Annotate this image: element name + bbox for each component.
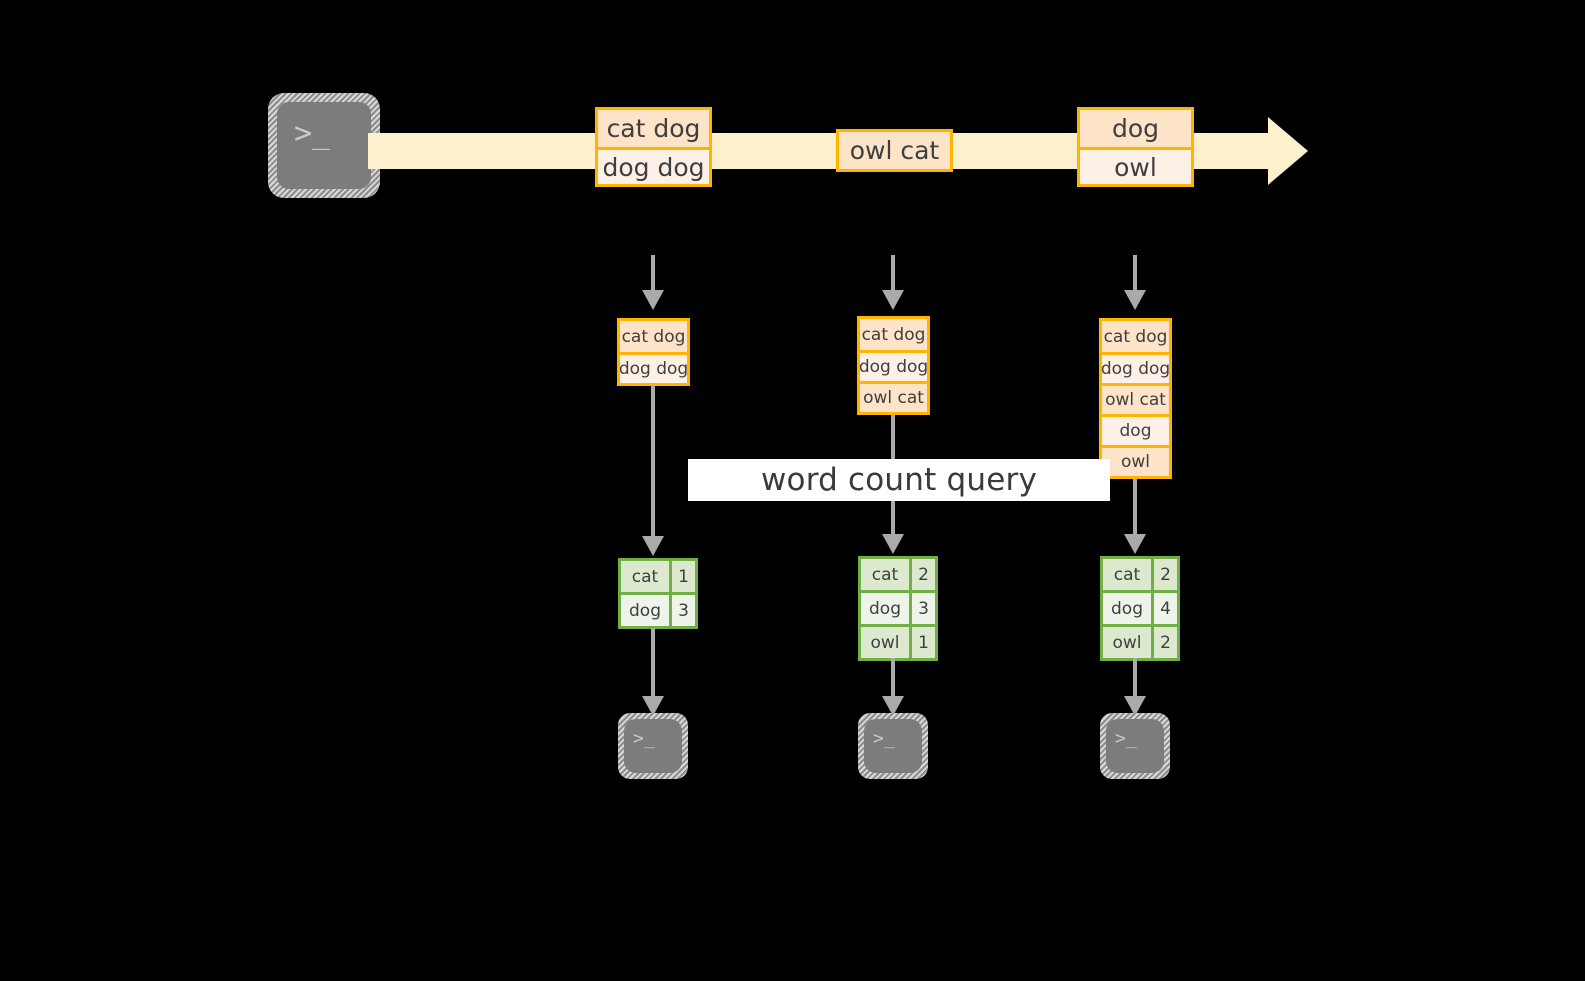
snapshot-1-trigger-arrowhead bbox=[642, 290, 664, 310]
snapshot-record: dog dog bbox=[620, 352, 687, 383]
snapshot-record: owl cat bbox=[860, 381, 927, 412]
input-stream-arrow-head bbox=[1268, 117, 1308, 185]
snapshot-1-query-arrowhead bbox=[642, 536, 664, 556]
stream-record: dog bbox=[1080, 110, 1191, 147]
result-count: 2 bbox=[1151, 627, 1177, 658]
snapshot-3-sink-line bbox=[1133, 658, 1137, 700]
stream-record: owl cat bbox=[839, 132, 950, 169]
terminal-prompt-glyph: >_ bbox=[633, 728, 655, 749]
result-word: owl bbox=[861, 627, 909, 658]
table-row: cat 2 bbox=[861, 559, 935, 590]
snapshot-3-query-line bbox=[1133, 479, 1137, 539]
result-word: dog bbox=[1103, 593, 1151, 624]
result-count: 4 bbox=[1151, 593, 1177, 624]
stream-record: owl bbox=[1080, 147, 1191, 184]
snapshot-3-trigger-arrowhead bbox=[1124, 290, 1146, 310]
snapshot-3-sink-terminal-icon: >_ bbox=[1100, 713, 1170, 779]
result-count: 1 bbox=[909, 627, 935, 658]
table-row: cat 2 bbox=[1103, 559, 1177, 590]
table-row: dog 3 bbox=[861, 590, 935, 624]
terminal-body bbox=[277, 102, 371, 189]
result-count: 1 bbox=[669, 561, 695, 592]
result-count: 2 bbox=[1151, 559, 1177, 590]
terminal-body bbox=[624, 719, 682, 773]
snapshot-3-trigger-line bbox=[1133, 255, 1137, 297]
snapshot-record: dog bbox=[1102, 414, 1169, 445]
snapshot-1-sink-line bbox=[651, 628, 655, 700]
snapshot-2-trigger-arrowhead bbox=[882, 290, 904, 310]
terminal-body bbox=[864, 719, 922, 773]
stream-record-group-3: dog owl bbox=[1077, 107, 1194, 187]
result-word: cat bbox=[621, 561, 669, 592]
result-count: 3 bbox=[909, 593, 935, 624]
query-label-band: word count query bbox=[688, 459, 1110, 501]
stream-record: dog dog bbox=[598, 147, 709, 184]
snapshot-2-result-table: cat 2 dog 3 owl 1 bbox=[858, 556, 938, 661]
table-row: dog 4 bbox=[1103, 590, 1177, 624]
snapshot-1-trigger-line bbox=[651, 255, 655, 297]
snapshot-2-sink-line bbox=[891, 658, 895, 700]
snapshot-3-records: cat dog dog dog owl cat dog owl bbox=[1099, 318, 1172, 479]
snapshot-2-query-arrowhead bbox=[882, 534, 904, 554]
result-count: 3 bbox=[669, 595, 695, 626]
snapshot-2-sink-terminal-icon: >_ bbox=[858, 713, 928, 779]
snapshot-record: dog dog bbox=[1102, 352, 1169, 383]
snapshot-3-sink-arrowhead bbox=[1124, 696, 1146, 716]
result-count: 2 bbox=[909, 559, 935, 590]
table-row: owl 2 bbox=[1103, 624, 1177, 658]
snapshot-3-result-table: cat 2 dog 4 owl 2 bbox=[1100, 556, 1180, 661]
source-terminal-icon: >_ bbox=[268, 93, 380, 198]
snapshot-1-records: cat dog dog dog bbox=[617, 318, 690, 386]
snapshot-record: cat dog bbox=[1102, 321, 1169, 352]
snapshot-2-records: cat dog dog dog owl cat bbox=[857, 316, 930, 415]
terminal-prompt-glyph: >_ bbox=[1115, 728, 1137, 749]
snapshot-2-trigger-line bbox=[891, 255, 895, 297]
snapshot-1-result-table: cat 1 dog 3 bbox=[618, 558, 698, 629]
snapshot-2-sink-arrowhead bbox=[882, 696, 904, 716]
stream-record: cat dog bbox=[598, 110, 709, 147]
snapshot-record: owl cat bbox=[1102, 383, 1169, 414]
result-word: cat bbox=[1103, 559, 1151, 590]
result-word: dog bbox=[861, 593, 909, 624]
table-row: dog 3 bbox=[621, 592, 695, 626]
result-word: dog bbox=[621, 595, 669, 626]
query-label-text: word count query bbox=[760, 462, 1038, 498]
snapshot-record: owl bbox=[1102, 445, 1169, 476]
snapshot-record: dog dog bbox=[860, 350, 927, 381]
terminal-prompt-glyph: >_ bbox=[294, 116, 331, 151]
terminal-body bbox=[1106, 719, 1164, 773]
terminal-prompt-glyph: >_ bbox=[873, 728, 895, 749]
snapshot-1-sink-terminal-icon: >_ bbox=[618, 713, 688, 779]
stream-record-group-1: cat dog dog dog bbox=[595, 107, 712, 187]
table-row: cat 1 bbox=[621, 561, 695, 592]
result-word: cat bbox=[861, 559, 909, 590]
snapshot-record: cat dog bbox=[860, 319, 927, 350]
snapshot-3-query-arrowhead bbox=[1124, 534, 1146, 554]
result-word: owl bbox=[1103, 627, 1151, 658]
snapshot-record: cat dog bbox=[620, 321, 687, 352]
snapshot-1-sink-arrowhead bbox=[642, 696, 664, 716]
table-row: owl 1 bbox=[861, 624, 935, 658]
stream-record-group-2: owl cat bbox=[836, 129, 953, 172]
snapshot-1-query-line bbox=[651, 386, 655, 541]
